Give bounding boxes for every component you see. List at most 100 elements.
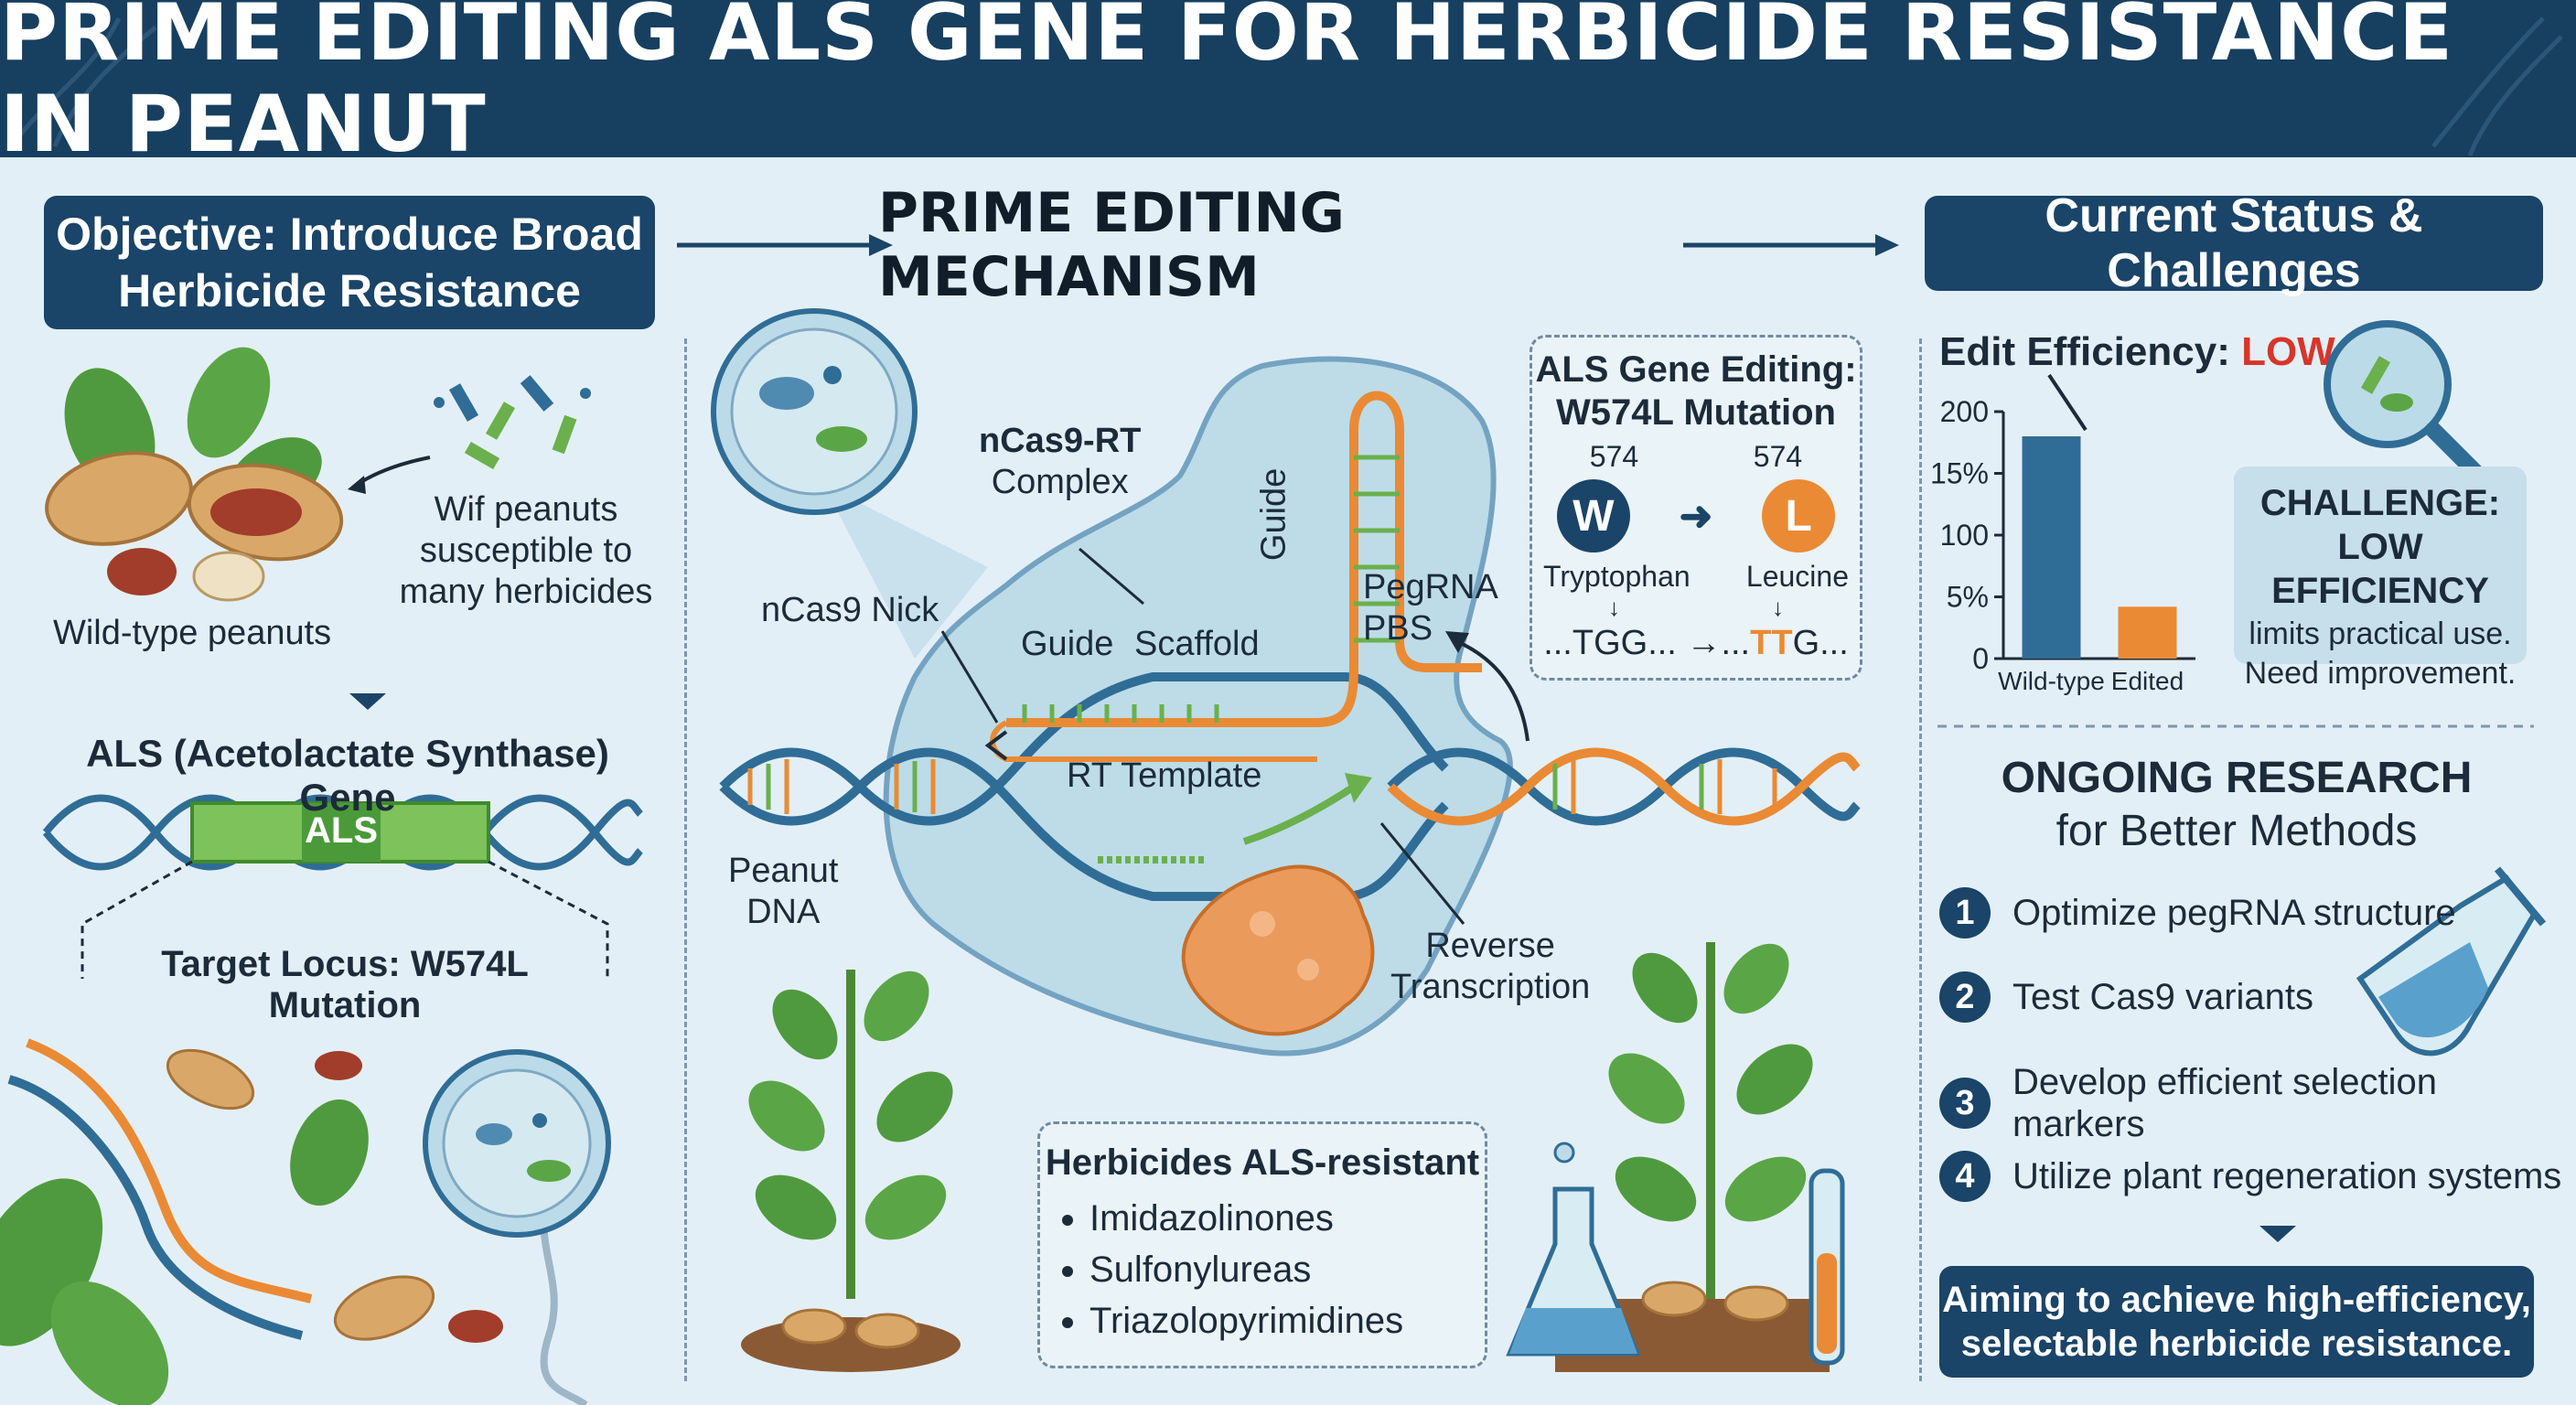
challenge-text-line2: Need improvement. xyxy=(2244,655,2517,691)
herbicide-drops-icon xyxy=(434,375,591,470)
y-tick-label: 100 xyxy=(1940,519,1989,552)
mutation-box: ALS Gene Editing: W574L Mutation 574 574… xyxy=(1530,335,1862,681)
y-tick-label: 200 xyxy=(1940,395,1989,428)
challenge-title-line2: LOW EFFICIENCY xyxy=(2271,527,2489,611)
challenge-box: CHALLENGE: LOW EFFICIENCY limits practic… xyxy=(2234,467,2527,691)
x-tick-label: Edited xyxy=(2111,667,2184,695)
x-tick-label: Wild-type xyxy=(1998,667,2105,695)
name-to: Leucine xyxy=(1745,560,1849,594)
research-title-line2: for Better Methods xyxy=(2055,806,2418,855)
leaf-icon xyxy=(0,1099,369,1405)
objective-line1: Objective: Introduce Broad xyxy=(56,208,643,260)
page-title: PRIME EDITING ALS GENE FOR HERBICIDE RES… xyxy=(0,0,2453,170)
reverse-line1: Reverse xyxy=(1425,927,1555,965)
flask-icon xyxy=(1506,1142,1641,1357)
peanut-shell-icon xyxy=(45,451,344,602)
y-tick-label: 0 xyxy=(1972,642,1989,675)
peanut-dna-label: Peanut DNA xyxy=(728,851,838,933)
left-illustrations xyxy=(0,347,644,1405)
challenge-title-line1: CHALLENGE: xyxy=(2259,483,2501,523)
peanut-dna-line2: DNA xyxy=(746,892,821,931)
mutation-sequence: ...TGG... →...TTG... xyxy=(1532,624,1860,663)
name-from: Tryptophan xyxy=(1543,560,1690,594)
mutation-names: Tryptophan Leucine xyxy=(1532,552,1860,594)
arrow-down-icon: ↓ xyxy=(1772,594,1784,622)
mutation-aa-row: W ➜ L xyxy=(1532,479,1860,553)
research-item: 4 Utilize plant regeneration systems xyxy=(1939,1151,2561,1202)
seq-to-highlight: TT xyxy=(1750,624,1793,663)
bar-wild-type xyxy=(2022,436,2081,659)
challenge-text: limits practical use. Need improvement. xyxy=(2234,615,2527,692)
herbicide-item: Sulfonylureas xyxy=(1089,1244,1485,1295)
cell-magnifier-icon xyxy=(711,308,988,659)
research-title: ONGOING RESEARCH for Better Methods xyxy=(1939,752,2534,857)
aim-line1: Aiming to achieve high-efficiency, xyxy=(1942,1280,2531,1320)
title-bar xyxy=(0,0,2576,157)
efficiency-label-text: Edit Efficiency: xyxy=(1939,329,2242,374)
research-item-text: Utilize plant regeneration systems xyxy=(2012,1155,2562,1196)
als-dna-helix-icon xyxy=(42,794,644,871)
herbicide-item: Triazolopyrimidines xyxy=(1089,1295,1485,1346)
susceptible-line1: Wif peanuts xyxy=(434,490,618,529)
mutation-positions: 574 574 xyxy=(1532,440,1860,474)
reverse-transcription-label: Reverse Transcription xyxy=(1390,926,1590,1008)
status-heading: Current Status & Challenges xyxy=(2045,189,2423,297)
mutation-down-arrows: ↓ ↓ xyxy=(1532,594,1860,622)
pbs-line: PBS xyxy=(1363,608,1433,648)
efficiency-value: LOW xyxy=(2241,329,2335,374)
wildtype-label: Wild-type peanuts xyxy=(53,614,332,652)
rt-template-label: RT Template xyxy=(1067,756,1262,795)
callout-line xyxy=(2047,373,2088,432)
reverse-line2: Transcription xyxy=(1390,967,1591,1006)
objective-line2: Herbicide Resistance xyxy=(118,265,581,316)
aim-box: Aiming to achieve high-efficiency, selec… xyxy=(1939,1266,2534,1378)
research-item-text: Test Cas9 variants xyxy=(2012,976,2314,1017)
y-tick-label: 5% xyxy=(1947,581,1989,614)
chevron-down-icon xyxy=(349,693,386,710)
mutation-title-line1: ALS Gene Editing: xyxy=(1535,349,1857,390)
research-item: 1 Optimize pegRNA structure xyxy=(1939,887,2456,938)
magnifier-icon xyxy=(2324,320,2487,484)
reverse-transcriptase-shape xyxy=(1181,864,1375,1036)
seq-from: ...TGG... xyxy=(1543,624,1677,663)
bar-edited xyxy=(2118,606,2177,659)
status-heading-box: Current Status & Challenges xyxy=(1925,189,2543,297)
objective-box: Objective: Introduce Broad Herbicide Res… xyxy=(44,196,655,329)
research-item: 2 Test Cas9 variants xyxy=(1939,971,2313,1023)
mutation-title: ALS Gene Editing: W574L Mutation xyxy=(1532,349,1860,434)
herbicide-box: Herbicides ALS-resistant Imidazolinones … xyxy=(1037,1121,1487,1368)
step-number-badge: 1 xyxy=(1939,887,1991,938)
aa-to-badge: L xyxy=(1762,479,1836,553)
arrow-down-icon: ↓ xyxy=(1608,594,1620,622)
peanut-dna-helix xyxy=(719,672,1861,901)
nick-label: nCas9 Nick xyxy=(761,591,939,629)
step-number-badge: 4 xyxy=(1939,1151,1991,1202)
susceptible-line2: susceptible to xyxy=(419,531,633,570)
research-item-text: Develop efficient selection markers xyxy=(2012,1062,2437,1144)
flask-icon xyxy=(2356,866,2547,1056)
complex-line1: nCas9-RT xyxy=(979,422,1142,460)
y-tick-label: 15% xyxy=(1930,457,1989,490)
chevron-down-icon xyxy=(2259,1226,2296,1242)
title-dna-decoration xyxy=(16,16,2563,156)
challenge-text-line1: limits practical use. xyxy=(2249,617,2512,651)
step-number-badge: 2 xyxy=(1939,971,1991,1023)
scaffold-label: Scaffold xyxy=(1134,625,1260,663)
complex-label: nCas9-RT Complex xyxy=(979,421,1141,503)
arrow-right-icon: ➜ xyxy=(1679,493,1713,539)
pegrna-label: PegRNA PBS xyxy=(1363,567,1498,649)
peanut-dna-line1: Peanut xyxy=(728,852,839,890)
target-locus-label: Target Locus: W574L Mutation xyxy=(161,944,529,1025)
aa-from-badge: W xyxy=(1556,479,1630,553)
divider-right xyxy=(1919,338,1922,1381)
petri-dish-icon xyxy=(423,1049,611,1238)
peanut-plant-icon xyxy=(741,970,961,1372)
research-title-line1: ONGOING RESEARCH xyxy=(2001,754,2473,802)
mutation-title-line2: W574L Mutation xyxy=(1556,392,1836,434)
seq-to-suffix: G... xyxy=(1792,624,1849,663)
herbicide-list: Imidazolinones Sulfonylureas Triazolopyr… xyxy=(1071,1193,1485,1346)
pos-to: 574 xyxy=(1753,440,1803,474)
